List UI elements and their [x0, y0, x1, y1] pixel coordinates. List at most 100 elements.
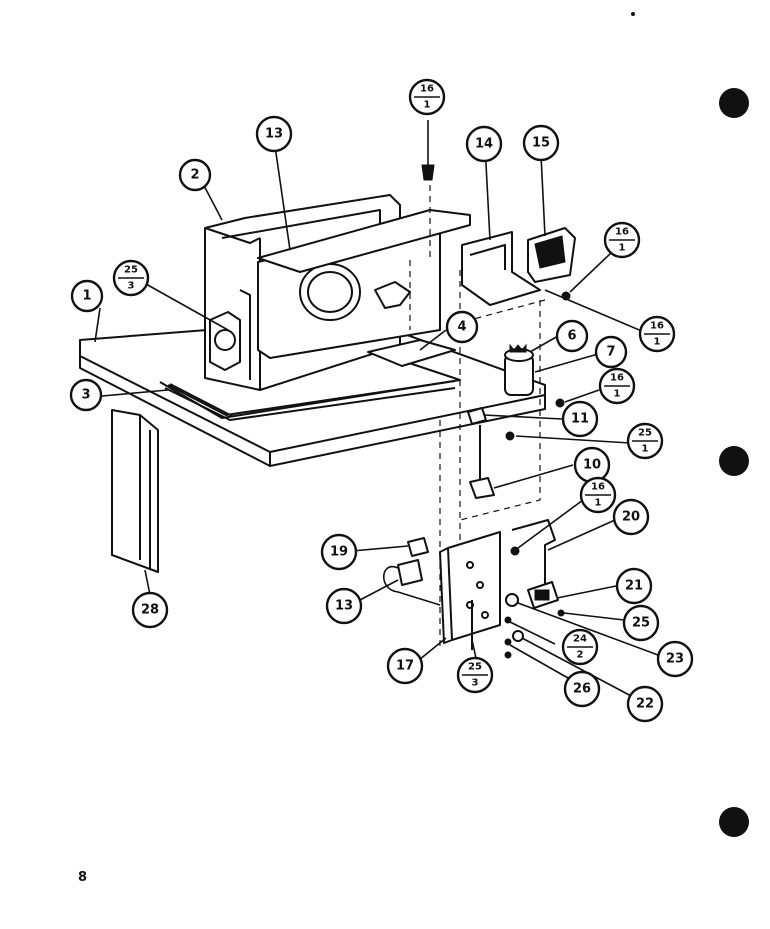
top-screw [421, 120, 435, 181]
fraction-callout-16-capacitor: 16 1 [598, 367, 636, 405]
callout-19: 19 [320, 533, 358, 571]
binder-hole-middle [719, 446, 749, 476]
capacitor [504, 343, 534, 396]
control-panel [439, 531, 501, 644]
svg-text:25: 25 [632, 616, 650, 631]
washer-22 [512, 630, 524, 642]
screw-16-plate [510, 546, 520, 556]
mounting-bracket [511, 519, 556, 591]
svg-text:1: 1 [614, 389, 621, 400]
svg-text:14: 14 [475, 137, 493, 152]
svg-text:11: 11 [571, 412, 589, 427]
svg-text:1: 1 [642, 444, 649, 455]
svg-text:23: 23 [666, 652, 684, 667]
callout-20: 20 [612, 498, 650, 536]
callout-26: 26 [563, 670, 601, 708]
binder-hole-bottom [719, 807, 749, 837]
callout-17: 17 [386, 647, 424, 685]
svg-text:26: 26 [573, 682, 591, 697]
svg-text:3: 3 [128, 281, 135, 292]
svg-text:1: 1 [424, 100, 431, 111]
switch [407, 537, 429, 557]
leader-lines [94, 144, 659, 698]
fraction-callout-16-bracket: 16 1 [638, 315, 676, 353]
svg-text:25: 25 [124, 265, 138, 276]
svg-text:16: 16 [591, 482, 605, 493]
callout-23: 23 [656, 640, 694, 678]
top-cover [257, 209, 471, 273]
svg-text:1: 1 [82, 289, 91, 304]
callout-25: 25 [622, 604, 660, 642]
knob-bracket [527, 581, 559, 609]
svg-text:20: 20 [622, 510, 640, 525]
clip [467, 407, 487, 425]
nut-24 [504, 616, 512, 624]
thermostat [383, 559, 441, 606]
drip-tray [367, 339, 456, 367]
svg-text:2: 2 [577, 650, 584, 661]
svg-text:13: 13 [265, 127, 283, 142]
rail [164, 383, 456, 421]
svg-text:3: 3 [81, 388, 90, 403]
svg-text:16: 16 [650, 321, 664, 332]
terminal-block [527, 227, 576, 283]
svg-text:22: 22 [636, 697, 654, 712]
svg-text:1: 1 [619, 243, 626, 254]
page-number: 8 [78, 870, 88, 885]
screw-16-cap [555, 398, 565, 408]
callout-21: 21 [615, 567, 653, 605]
fraction-callout-16-right: 16 1 [603, 221, 641, 259]
washer-26 [504, 638, 512, 646]
callout-6: 6 [555, 319, 589, 353]
svg-text:6: 6 [567, 329, 576, 344]
svg-text:17: 17 [396, 659, 414, 674]
svg-text:24: 24 [573, 634, 587, 645]
callout-3: 3 [69, 378, 103, 412]
svg-text:1: 1 [654, 337, 661, 348]
svg-text:7: 7 [606, 345, 615, 360]
screw-25-bracket [557, 609, 565, 617]
svg-text:19: 19 [330, 545, 348, 560]
assembly-lines [409, 185, 546, 650]
callout-10: 10 [573, 446, 611, 484]
screw-25-1 [505, 431, 515, 441]
motor-mount [209, 311, 241, 371]
svg-text:10: 10 [583, 458, 601, 473]
svg-text:16: 16 [420, 84, 434, 95]
side-panel [111, 409, 159, 573]
binder-hole-top [719, 88, 749, 118]
svg-text:25: 25 [638, 428, 652, 439]
fraction-callout-24-2: 24 2 [561, 628, 599, 666]
svg-text:16: 16 [610, 373, 624, 384]
svg-text:1: 1 [595, 498, 602, 509]
screw-head-25-3 [504, 651, 512, 659]
callout-28: 28 [131, 591, 169, 629]
svg-text:21: 21 [625, 579, 643, 594]
bracket [461, 231, 541, 306]
callout-7: 7 [594, 335, 628, 369]
callout-13-top: 13 [255, 115, 293, 153]
callout-14: 14 [465, 125, 503, 163]
callout-4: 4 [445, 310, 479, 344]
callout-1: 1 [70, 279, 104, 313]
fraction-callout-25-1: 25 1 [626, 422, 664, 460]
bushing-23 [505, 593, 519, 607]
callout-2: 2 [178, 158, 212, 192]
speck [631, 12, 635, 16]
fraction-callout-16-top: 16 1 [408, 78, 446, 116]
fraction-callout-25-3-panel: 25 3 [456, 656, 494, 694]
svg-text:16: 16 [615, 227, 629, 238]
callout-11: 11 [561, 400, 599, 438]
svg-text:25: 25 [468, 662, 482, 673]
svg-text:15: 15 [532, 136, 550, 151]
actuator-rod [469, 425, 495, 499]
svg-text:13: 13 [335, 599, 353, 614]
callout-15: 15 [522, 124, 560, 162]
callout-13-bottom: 13 [325, 587, 363, 625]
svg-text:28: 28 [141, 603, 159, 618]
callout-22: 22 [626, 685, 664, 723]
fraction-callout-16-plate: 16 1 [579, 476, 617, 514]
svg-text:2: 2 [190, 168, 199, 183]
svg-text:4: 4 [457, 320, 466, 335]
